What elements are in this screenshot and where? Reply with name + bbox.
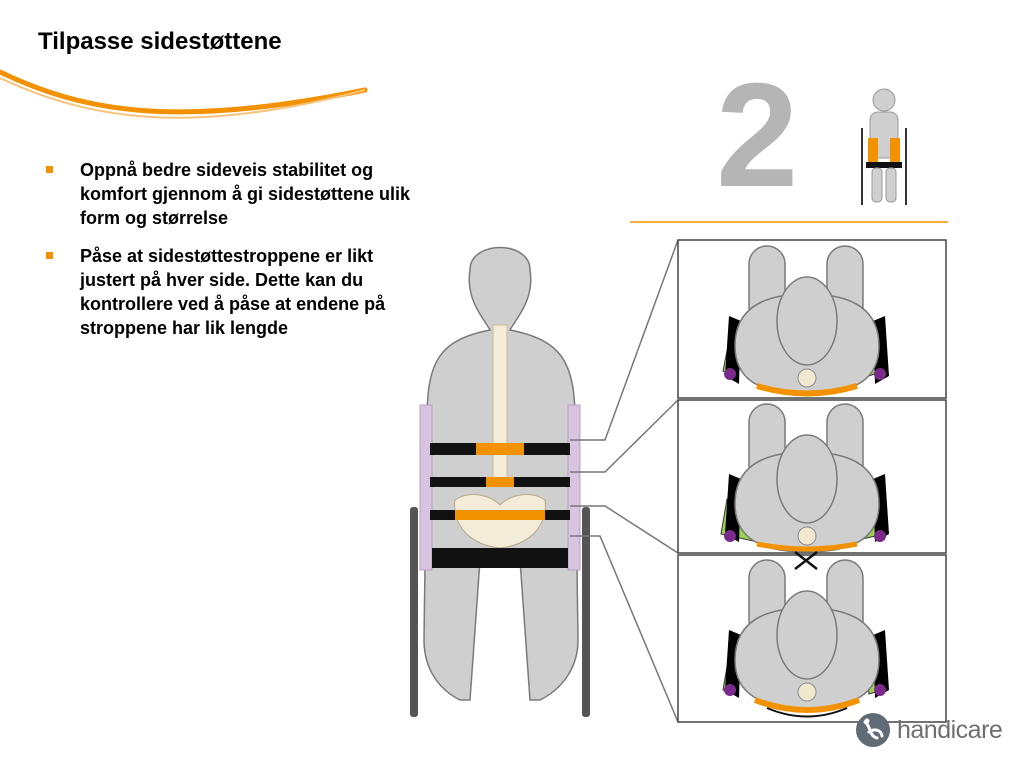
top-view-icon: [722, 559, 890, 718]
bullet-item: Oppnå bedre sideveis stabilitet og komfo…: [44, 158, 416, 230]
bullet-marker-icon: [46, 166, 53, 173]
top-view-panels: [677, 239, 947, 723]
bullet-item: Påse at sidestøttestroppene er likt just…: [44, 244, 416, 340]
page-title: Tilpasse sidestøttene: [38, 28, 282, 55]
bullet-text: Påse at sidestøttestroppene er likt just…: [80, 246, 386, 338]
seated-figure-icon: [861, 88, 907, 205]
bullet-text: Oppnå bedre sideveis stabilitet og komfo…: [80, 160, 411, 228]
top-view-icon: [720, 403, 890, 570]
bullet-marker-icon: [46, 252, 53, 259]
wheelchair-back-icon: [410, 246, 590, 717]
connector-lines: [570, 239, 679, 723]
swoosh-icon: [0, 69, 368, 119]
bullet-list: Oppnå bedre sideveis stabilitet og komfo…: [44, 158, 416, 354]
logo-text: handicare: [897, 715, 1003, 744]
handicare-logo-icon: [856, 713, 890, 747]
top-view-icon: [722, 245, 890, 397]
handicare-logo: handicare: [855, 712, 1003, 748]
step-number: 2: [716, 53, 799, 218]
